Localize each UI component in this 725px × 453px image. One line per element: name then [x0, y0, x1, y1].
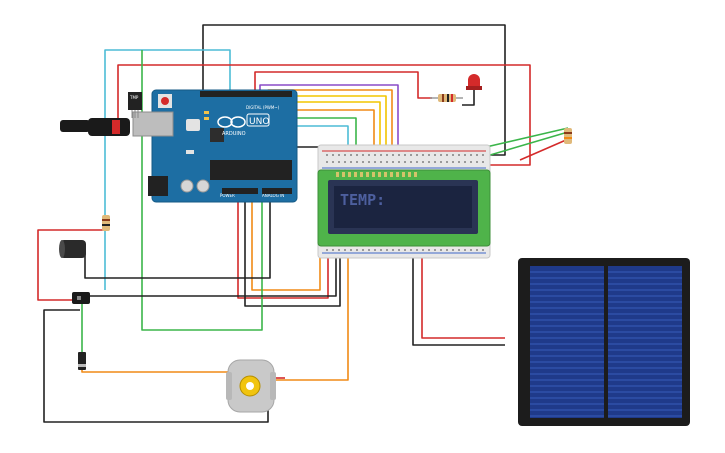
- transistor[interactable]: [72, 292, 90, 304]
- analog-header: [262, 188, 292, 194]
- wire-led-out[interactable]: [462, 88, 475, 106]
- right-resistor[interactable]: [564, 128, 572, 144]
- wire-black-power[interactable]: [244, 195, 341, 307]
- wire-black-transistor[interactable]: [90, 255, 337, 297]
- wire-cyan-left[interactable]: [104, 49, 231, 290]
- lcd-module[interactable]: TEMP:: [317, 169, 491, 247]
- dc-jack: [148, 176, 168, 196]
- solar-cell-lines: [530, 271, 682, 417]
- wire-red-top[interactable]: [117, 64, 531, 166]
- wire-green-right-2[interactable]: [479, 131, 569, 159]
- uno-badge: UNO: [246, 113, 270, 127]
- wire-red-solar[interactable]: [421, 252, 505, 339]
- wire-red-led[interactable]: [254, 71, 432, 99]
- wire-green-analog[interactable]: [141, 50, 263, 331]
- led-resistor[interactable]: [430, 94, 463, 102]
- wire-orange-motor[interactable]: [81, 368, 228, 373]
- crystal: [186, 119, 200, 131]
- lcd-pins: [336, 172, 417, 177]
- arduino-model-label: UNO: [249, 117, 269, 127]
- power-pins-label: POWER: [220, 193, 235, 198]
- wire-orange-bb[interactable]: [270, 250, 349, 381]
- sensor-label: TMP: [129, 95, 139, 100]
- atmega-chip: [210, 160, 292, 180]
- lcd-display-text: TEMP:: [340, 191, 385, 209]
- dc-motor[interactable]: [226, 359, 276, 413]
- wire-red-left[interactable]: [37, 229, 105, 301]
- diode[interactable]: [78, 352, 86, 370]
- arduino-brand-label: ARDUINO: [222, 131, 246, 137]
- wire-purple[interactable]: [259, 84, 399, 170]
- arduino-uno[interactable]: ARDUINO UNO DIGITAL (PWM~) POWER ANALOG …: [132, 89, 298, 203]
- temperature-sensor[interactable]: TMP: [128, 92, 142, 118]
- wire-black-left-loop[interactable]: [43, 309, 269, 423]
- digital-pins-label: DIGITAL (PWM~): [246, 105, 280, 110]
- small-chip: [210, 128, 224, 142]
- analog-pins-label: ANALOG IN: [262, 193, 284, 198]
- wire-red-right[interactable]: [519, 139, 567, 161]
- digital-header: [200, 91, 292, 97]
- power-plug[interactable]: [60, 118, 130, 136]
- power-header: [222, 188, 258, 194]
- capacitor[interactable]: [59, 240, 86, 258]
- red-led[interactable]: [466, 74, 482, 90]
- wire-orange-power[interactable]: [251, 195, 321, 291]
- arduino-logo-icon: [217, 116, 246, 128]
- solar-panel[interactable]: [518, 258, 690, 426]
- wire-black-analog[interactable]: [84, 195, 271, 279]
- wires: [37, 24, 569, 423]
- left-resistor[interactable]: [102, 215, 110, 231]
- usb-port: [132, 111, 174, 137]
- wire-black-solar[interactable]: [412, 252, 505, 346]
- wire-red-power[interactable]: [237, 195, 329, 299]
